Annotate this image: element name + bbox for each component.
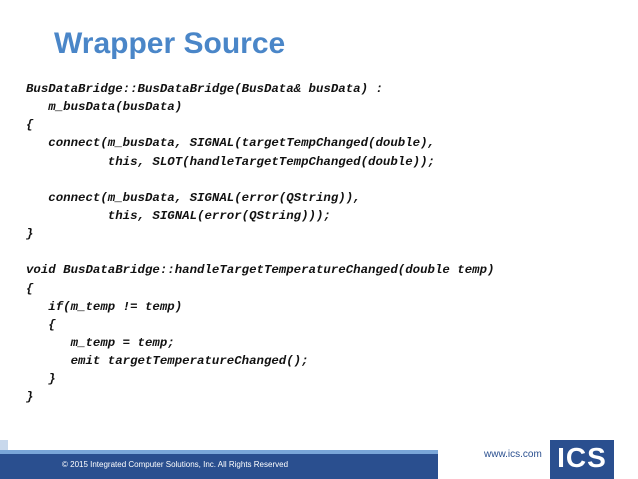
copyright-notice: © 2015 Integrated Computer Solutions, In… [62, 460, 289, 469]
code-block: BusDataBridge::BusDataBridge(BusData& bu… [26, 80, 494, 407]
code-line [26, 171, 494, 189]
code-line: { [26, 317, 56, 332]
code-line: void BusDataBridge::handleTargetTemperat… [26, 263, 495, 278]
code-line: if(m_temp != temp) [26, 299, 183, 314]
code-line: } [26, 227, 34, 242]
code-line: m_temp = temp; [26, 335, 175, 350]
code-line: connect(m_busData, SIGNAL(error(QString)… [26, 190, 361, 205]
ics-logo: ICS [550, 440, 614, 479]
slide-title: Wrapper Source [54, 27, 286, 60]
code-line: this, SLOT(handleTargetTempChanged(doubl… [26, 154, 435, 169]
code-line: } [26, 390, 34, 405]
code-line: BusDataBridge::BusDataBridge(BusData& bu… [26, 82, 383, 96]
code-line: m_busData(busData) [26, 100, 183, 115]
code-line: this, SIGNAL(error(QString))); [26, 208, 331, 223]
code-line: } [26, 372, 56, 387]
logo-text: ICS [557, 442, 607, 473]
code-line: { [26, 281, 34, 296]
footer-strip [0, 450, 438, 454]
footer-edge-accent [0, 440, 8, 454]
company-url: www.ics.com [484, 449, 542, 460]
footer-bar [0, 454, 438, 479]
code-line: { [26, 118, 34, 133]
code-line [26, 243, 494, 261]
code-line: connect(m_busData, SIGNAL(targetTempChan… [26, 136, 435, 151]
code-line: emit targetTemperatureChanged(); [26, 354, 309, 369]
